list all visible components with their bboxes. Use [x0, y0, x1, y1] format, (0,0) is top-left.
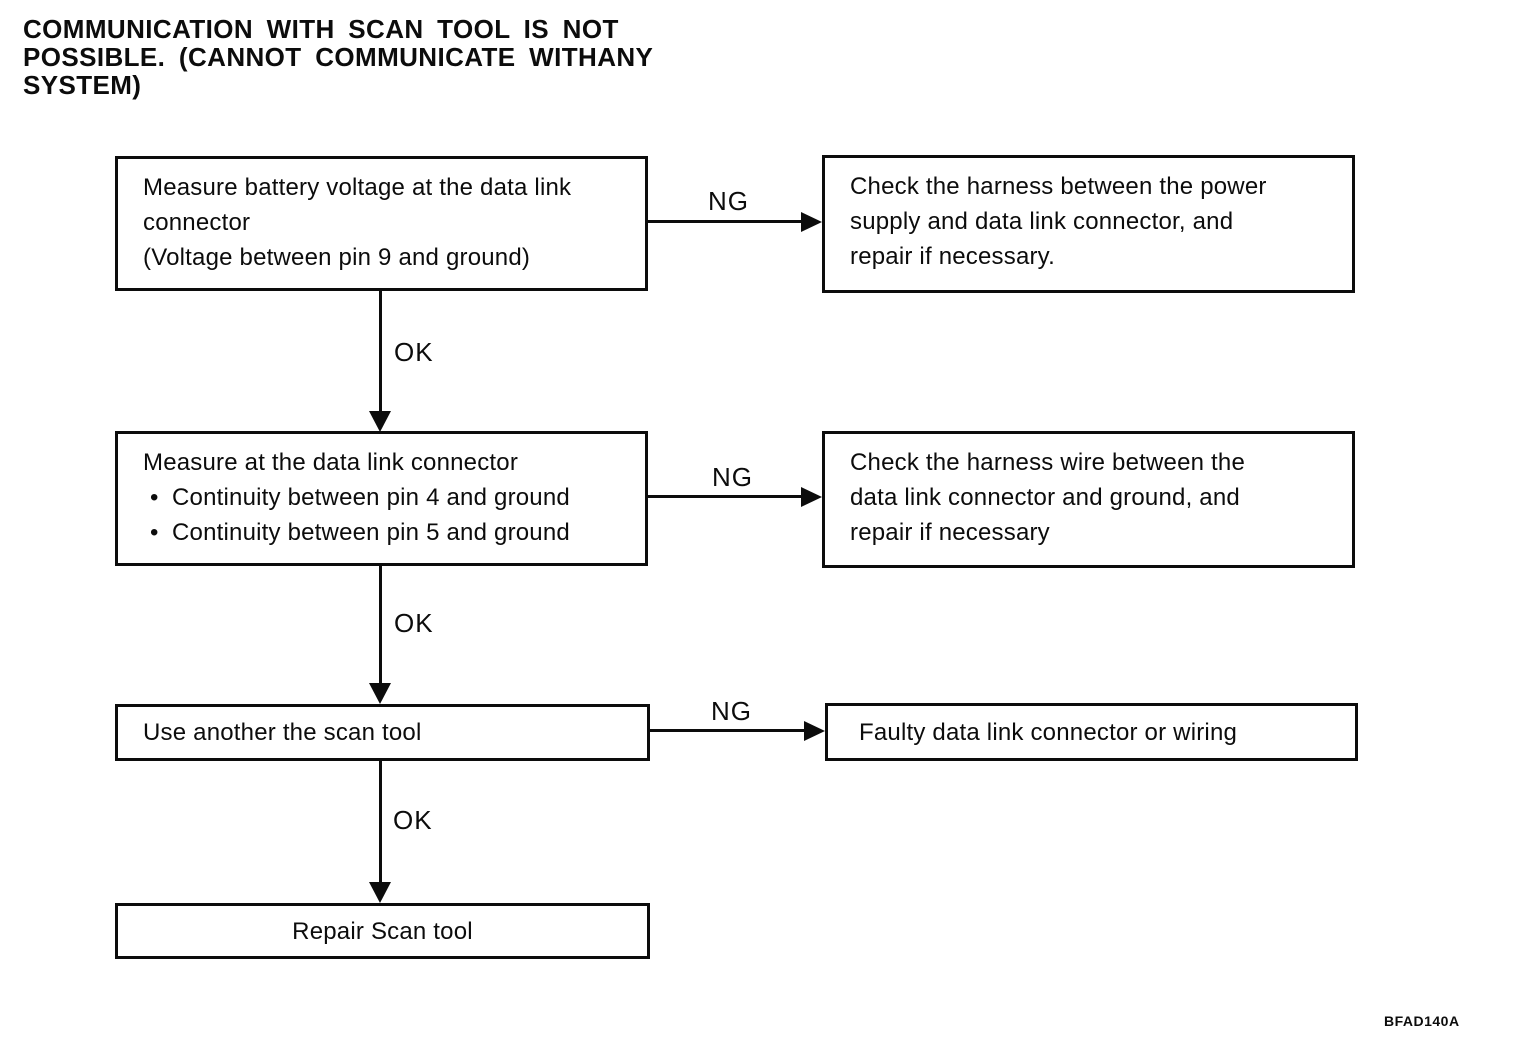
result-text-line: supply and data link connector, and [850, 208, 1234, 235]
connector-ok-3-arrowhead-icon [369, 882, 391, 903]
bullet-icon: • [150, 484, 159, 511]
connector-ok-3-label: OK [393, 805, 433, 835]
flowchart-result-check-ground-harness: Check the harness wire between the data … [822, 431, 1355, 568]
figure-reference-code: BFAD140A [1384, 1013, 1460, 1029]
result-text-line: repair if necessary. [850, 243, 1055, 270]
connector-ok-3-line [379, 761, 382, 884]
page-title: COMMUNICATION WITH SCAN TOOL IS NOT POSS… [23, 15, 653, 99]
connector-ng-3-line [650, 729, 806, 732]
step-bullet-text: Continuity between pin 4 and ground [172, 484, 570, 511]
page-title-line: COMMUNICATION WITH SCAN TOOL IS NOT [23, 14, 619, 44]
bullet-icon: • [150, 519, 159, 546]
flowchart-result-check-power-supply-harness: Check the harness between the power supp… [822, 155, 1355, 293]
page-title-line: SYSTEM) [23, 70, 142, 100]
connector-ng-1-line [648, 220, 804, 223]
result-text-line: data link connector and ground, and [850, 484, 1240, 511]
connector-ng-1-arrowhead-icon [801, 212, 822, 232]
connector-ng-1-label: NG [708, 186, 749, 216]
step-text-line: Repair Scan tool [292, 917, 473, 945]
result-text-line: Check the harness wire between the [850, 449, 1246, 476]
connector-ng-2-line [648, 495, 804, 498]
flowchart-step-use-another-scan-tool: Use another the scan tool [115, 704, 650, 761]
connector-ng-2-arrowhead-icon [801, 487, 822, 507]
connector-ng-3-arrowhead-icon [804, 721, 825, 741]
step-text-line: (Voltage between pin 9 and ground) [143, 244, 531, 271]
step-text-line: Measure battery voltage at the data link [143, 174, 572, 201]
connector-ng-3-label: NG [711, 696, 752, 726]
connector-ok-1-label: OK [394, 337, 434, 367]
step-bullet-text: Continuity between pin 5 and ground [172, 519, 570, 546]
step-bullet-item: • Continuity between pin 5 and ground [143, 515, 629, 550]
connector-ok-2-label: OK [394, 608, 434, 638]
step-text-line: Measure at the data link connector [143, 449, 519, 476]
result-text-line: Faulty data link connector or wiring [859, 718, 1238, 746]
connector-ok-1-line [379, 291, 382, 413]
connector-ok-1-arrowhead-icon [369, 411, 391, 432]
step-bullet-item: • Continuity between pin 4 and ground [143, 480, 629, 515]
flowchart-step-repair-scan-tool: Repair Scan tool [115, 903, 650, 959]
connector-ok-2-arrowhead-icon [369, 683, 391, 704]
page-title-line: POSSIBLE. (CANNOT COMMUNICATE WITHANY [23, 42, 654, 72]
connector-ok-2-line [379, 566, 382, 685]
flowchart-step-measure-battery-voltage: Measure battery voltage at the data link… [115, 156, 648, 291]
step-text-line: connector [143, 209, 251, 236]
step-text-line: Use another the scan tool [143, 719, 422, 746]
result-text-line: repair if necessary [850, 519, 1050, 546]
connector-ng-2-label: NG [712, 462, 753, 492]
result-text-line: Check the harness between the power [850, 173, 1267, 200]
flowchart-step-measure-continuity: Measure at the data link connector • Con… [115, 431, 648, 566]
flowchart-result-faulty-data-link-connector: Faulty data link connector or wiring [825, 703, 1358, 761]
